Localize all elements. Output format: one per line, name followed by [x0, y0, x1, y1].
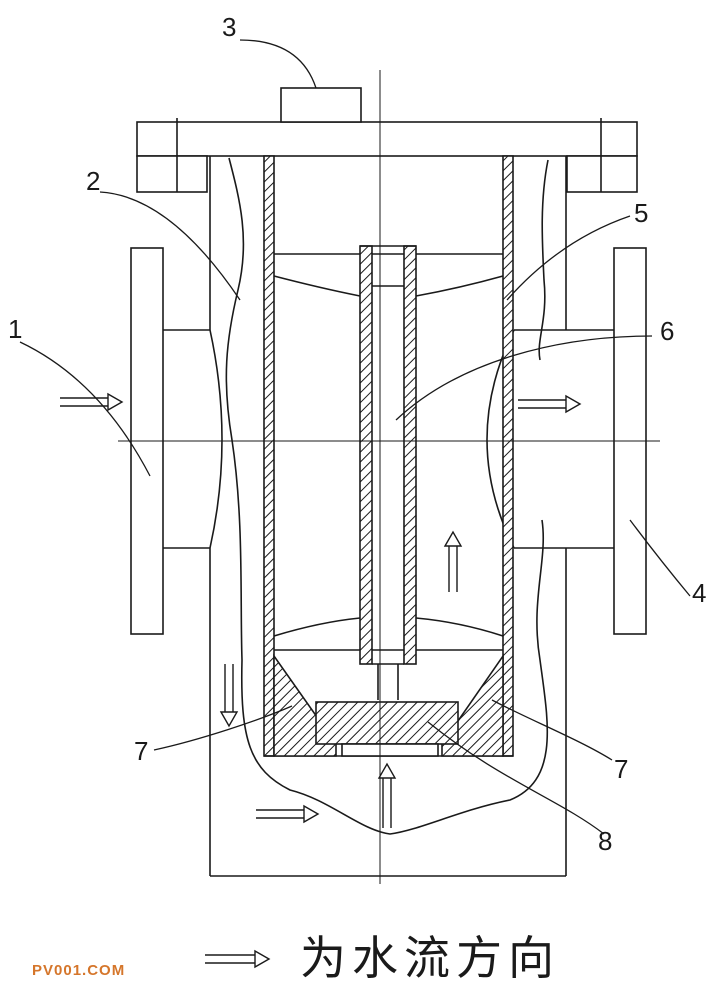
flow-arrow-up-bottom — [377, 762, 397, 828]
flow-arrow-down — [219, 664, 239, 728]
label-7-right: 7 — [614, 754, 629, 784]
leader-lines — [19, 39, 691, 835]
water-path-boundary-right-upper — [538, 159, 549, 361]
flow-arrows — [60, 392, 582, 969]
scraper-plate-slot — [341, 743, 439, 757]
flow-arrow-bottom — [256, 804, 320, 824]
label-2: 2 — [86, 166, 101, 196]
label-8: 8 — [598, 826, 613, 856]
label-4: 4 — [692, 578, 707, 608]
legend-water-flow-direction: 为水流方向 — [300, 931, 560, 985]
housing — [209, 156, 567, 877]
flow-arrow-inlet — [60, 392, 124, 412]
legend-arrow — [205, 949, 271, 969]
label-5: 5 — [634, 198, 649, 228]
lower-support-spokes — [273, 617, 504, 651]
label-6: 6 — [660, 316, 675, 346]
scraper-plate — [315, 701, 459, 745]
motor-box — [280, 87, 362, 123]
label-3: 3 — [222, 12, 237, 42]
watermark: PV001.COM — [32, 962, 126, 979]
top-cover-plate — [136, 118, 638, 193]
flow-arrow-up-inner — [443, 530, 463, 592]
water-path-boundary — [225, 157, 549, 835]
central-shaft — [359, 245, 417, 700]
flow-arrow-outlet — [518, 394, 582, 414]
label-1: 1 — [8, 314, 23, 344]
label-7-left: 7 — [134, 736, 149, 766]
upper-support-spokes — [273, 253, 504, 297]
